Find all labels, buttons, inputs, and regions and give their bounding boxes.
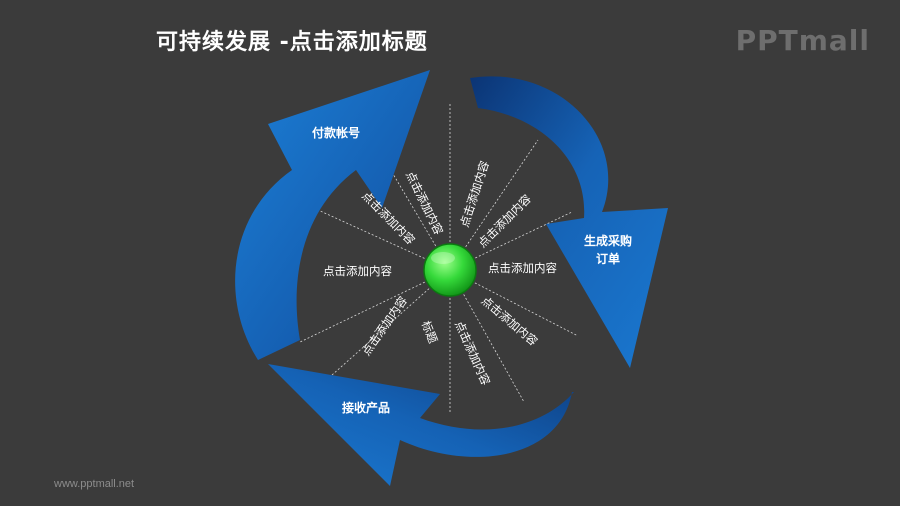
arrow-label-payment: 付款帐号 xyxy=(312,126,361,140)
spoke-label-6: 点击添加内容 xyxy=(323,264,392,278)
footer-url: www.pptmall.net xyxy=(54,478,135,490)
arrow-bottom xyxy=(268,364,574,486)
arrow-right xyxy=(470,76,668,368)
arrow-label-purchase-order: 生成采购 订单 xyxy=(584,232,632,268)
arrow-label-purchase-order-line1: 生成采购 xyxy=(584,234,633,248)
spoke-label-5: 点击添加内容 xyxy=(488,261,557,275)
brand-logo: PPTmall xyxy=(735,24,870,57)
center-sphere xyxy=(423,243,477,297)
arrow-top-left xyxy=(235,70,430,360)
arrow-label-receive: 接收产品 xyxy=(342,401,391,415)
arrow-label-purchase-order-line2: 订单 xyxy=(596,252,621,266)
page-title: 可持续发展 -点击添加标题 xyxy=(156,30,428,55)
